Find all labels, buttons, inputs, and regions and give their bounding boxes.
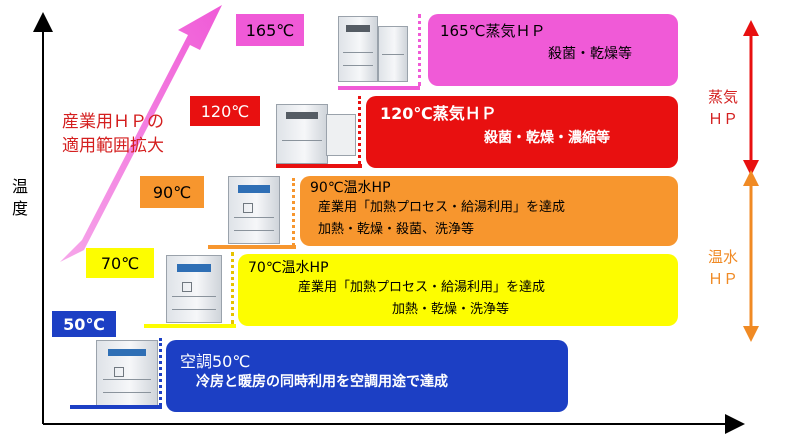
level-desc-120: 殺菌・乾燥・濃縮等 — [484, 130, 610, 146]
temp-label-90: 90℃ — [140, 176, 204, 208]
level-bar-90 — [208, 245, 296, 249]
hotwater-hp-label-line2: ＨＰ — [707, 270, 738, 288]
heat-pump-unit-90 — [228, 176, 280, 244]
steam-unit-120 — [276, 94, 356, 164]
unit-image-icon — [228, 176, 280, 244]
steam-unit-165 — [338, 12, 410, 86]
dotted-line-165 — [418, 14, 421, 86]
dotted-line-90 — [292, 178, 295, 246]
level-title-120: 120℃蒸気ＨＰ — [380, 104, 497, 123]
y-axis-label-line2: 度 — [12, 199, 29, 218]
level-title-90: 90℃温水HP — [310, 180, 391, 196]
temp-label-50: 50℃ — [52, 311, 116, 337]
hotwater-hp-label-line1: 温水 — [707, 248, 738, 266]
temp-label-70: 70℃ — [86, 248, 154, 278]
y-axis-label: 温 度 — [12, 176, 28, 220]
y-axis-label-line1: 温 — [12, 177, 29, 196]
unit-image-icon — [338, 16, 378, 82]
level-title-70: 70℃温水HP — [248, 260, 329, 276]
hotwater-hp-label: 温水 ＨＰ — [700, 246, 746, 290]
heat-pump-unit-50 — [96, 340, 158, 406]
range-expansion-arrow — [60, 5, 222, 262]
dotted-line-50 — [159, 338, 162, 406]
level-desc-70-line1: 産業用「加熱プロセス・給湯利用」を達成 — [298, 280, 546, 295]
level-box-90 — [300, 176, 678, 246]
level-bar-50 — [70, 405, 162, 409]
steam-hp-label-line1: 蒸気 — [707, 88, 738, 106]
level-desc-90-line2: 加熱・乾燥・殺菌、洗浄等 — [318, 222, 475, 237]
dotted-line-120 — [358, 96, 361, 164]
level-box-120 — [366, 96, 678, 168]
arrow-caption-line1: 産業用ＨＰの — [62, 112, 164, 132]
unit-image-icon — [96, 340, 158, 406]
steam-hp-label: 蒸気 ＨＰ — [700, 86, 746, 130]
temp-label-120: 120℃ — [190, 96, 260, 126]
level-box-70 — [238, 254, 678, 326]
level-box-165 — [428, 14, 678, 86]
temp-label-165: 165℃ — [236, 14, 304, 46]
dotted-line-70 — [231, 252, 234, 324]
unit-image-icon — [166, 255, 222, 323]
level-title-165: 165℃蒸気ＨＰ — [440, 22, 546, 40]
level-desc-90-line1: 産業用「加熱プロセス・給湯利用」を達成 — [318, 200, 566, 215]
level-desc-70-line2: 加熱・乾燥・洗浄等 — [392, 302, 510, 317]
arrow-caption: 産業用ＨＰの 適用範囲拡大 — [62, 110, 164, 158]
heat-pump-unit-70 — [166, 255, 222, 323]
arrow-caption-line2: 適用範囲拡大 — [62, 136, 164, 156]
steam-hp-label-line2: ＨＰ — [707, 110, 738, 128]
level-bar-70 — [144, 324, 236, 328]
level-bar-165 — [338, 86, 420, 90]
unit-image-icon — [276, 104, 328, 164]
level-bar-120 — [276, 164, 362, 168]
level-desc-165: 殺菌・乾燥等 — [548, 46, 632, 62]
level-desc-50: 冷房と暖房の同時利用を空調用途で達成 — [196, 374, 448, 390]
level-box-50 — [166, 340, 568, 412]
level-title-50: 空調50℃ — [180, 352, 251, 371]
